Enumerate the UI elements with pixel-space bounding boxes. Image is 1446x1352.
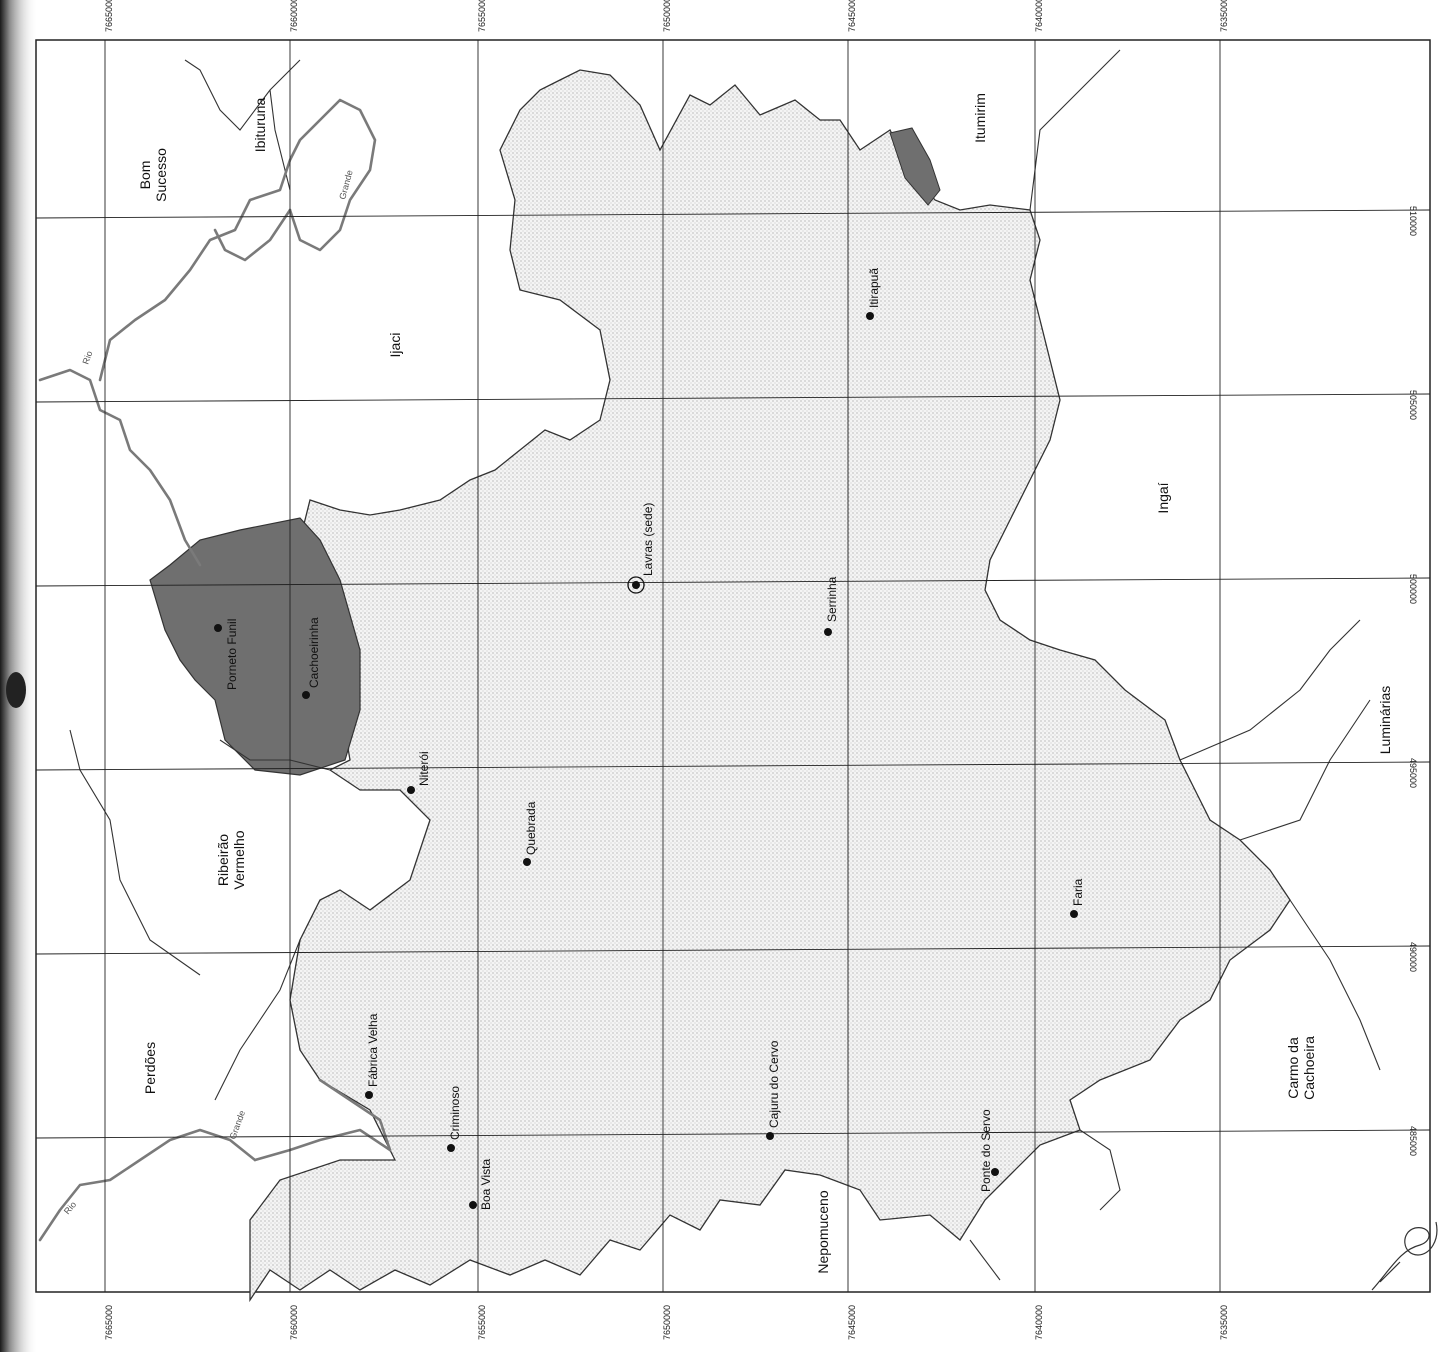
municipality-label: Luminárias: [1377, 686, 1393, 754]
cajuru-dot: [766, 1132, 774, 1140]
northing-labels-bottom: 7665000 7660000 7655000 7650000 7645000 …: [104, 1305, 1229, 1340]
tick-label: 7665000: [104, 0, 114, 32]
place-label: Boa Vista: [479, 1159, 493, 1210]
tick-label: 7650000: [662, 1305, 672, 1340]
binding-hole: [6, 672, 26, 708]
tick-label: 7640000: [1034, 0, 1044, 32]
northing-labels-top: 7665000 7660000 7655000 7650000 7645000 …: [104, 0, 1229, 32]
place-labels: Lavras (sede) Serrinha Itirapuã Porneto …: [225, 268, 1085, 1210]
river-label: Rio: [62, 1200, 78, 1217]
tick-label: 490000: [1408, 942, 1418, 972]
place-label: Faria: [1071, 878, 1085, 906]
boa-vista-dot: [469, 1201, 477, 1209]
river-label: Rio: [80, 350, 94, 366]
tick-label: 500000: [1408, 574, 1418, 604]
serrinha-dot: [824, 628, 832, 636]
place-label: Serrinha: [825, 576, 839, 622]
tick-label: 495000: [1408, 758, 1418, 788]
tick-label: 7645000: [847, 1305, 857, 1340]
place-label: Niterói: [417, 751, 431, 786]
place-label: Cajuru do Cervo: [767, 1040, 781, 1128]
tick-label: 7645000: [847, 0, 857, 32]
place-label: Cachoeirinha: [307, 617, 321, 688]
tick-label: 7650000: [662, 0, 672, 32]
cachoeirinha-dot: [302, 691, 310, 699]
tick-label: 505000: [1408, 390, 1418, 420]
easting-labels-right: 510000 505000 500000 495000 490000 48500…: [1408, 206, 1418, 1156]
place-label: Lavras (sede): [641, 503, 655, 576]
faria-dot: [1070, 910, 1078, 918]
river-label: Grande: [227, 1109, 247, 1141]
tick-label: 7660000: [289, 0, 299, 32]
tick-label: 7640000: [1034, 1305, 1044, 1340]
fabrica-velha-dot: [365, 1091, 373, 1099]
tick-label: 510000: [1408, 206, 1418, 236]
tick-label: 7635000: [1219, 1305, 1229, 1340]
tick-label: 7635000: [1219, 0, 1229, 32]
municipality-label: Ibituruna: [252, 98, 268, 153]
place-markers: [214, 312, 1078, 1209]
municipality-label: Itumirim: [972, 93, 988, 143]
municipality-label: Carmo daCachoeira: [1285, 1036, 1317, 1100]
signature-mark: [1371, 1221, 1438, 1291]
municipality-label: RibeirãoVermelho: [215, 830, 247, 889]
place-label: Criminoso: [448, 1086, 462, 1140]
itumirim-reservoir-patch: [889, 127, 941, 206]
itirapua-dot: [866, 312, 874, 320]
place-label: Porneto Funil: [225, 619, 239, 690]
ponte-do-cervo-dot: [991, 1168, 999, 1176]
tick-label: 7665000: [104, 1305, 114, 1340]
tick-label: 7655000: [477, 0, 487, 32]
tick-label: 7660000: [289, 1305, 299, 1340]
niteroi-dot: [407, 786, 415, 794]
lavras-seat-dot: [632, 581, 640, 589]
place-label: Quebrada: [524, 801, 538, 855]
tick-label: 485000: [1408, 1126, 1418, 1156]
municipality-labels: Ibituruna BomSucesso Ijaci Itumirim Inga…: [137, 93, 1393, 1274]
municipality-label: Nepomuceno: [815, 1190, 831, 1273]
reservoir-area: [149, 517, 361, 776]
municipality-label: BomSucesso: [137, 148, 169, 202]
quebrada-dot: [523, 858, 531, 866]
municipality-label: Ingaí: [1155, 482, 1171, 513]
municipality-label: Perdões: [142, 1042, 158, 1094]
map-frame: [35, 39, 1431, 1293]
neighbour-boundaries: [69, 49, 1381, 1281]
place-label: Ponte do Servo: [979, 1109, 993, 1192]
rio-grande-river: [38, 98, 392, 1242]
utm-grid: [35, 40, 1431, 1292]
tick-label: 7655000: [477, 1305, 487, 1340]
criminoso-dot: [447, 1144, 455, 1152]
pombo-funil-dot: [214, 624, 222, 632]
place-label: Itirapuã: [867, 268, 881, 308]
place-label: Fábrica Velha: [366, 1013, 380, 1087]
lavras-seat-marker: [627, 576, 645, 594]
municipality-label: Ijaci: [387, 333, 403, 358]
